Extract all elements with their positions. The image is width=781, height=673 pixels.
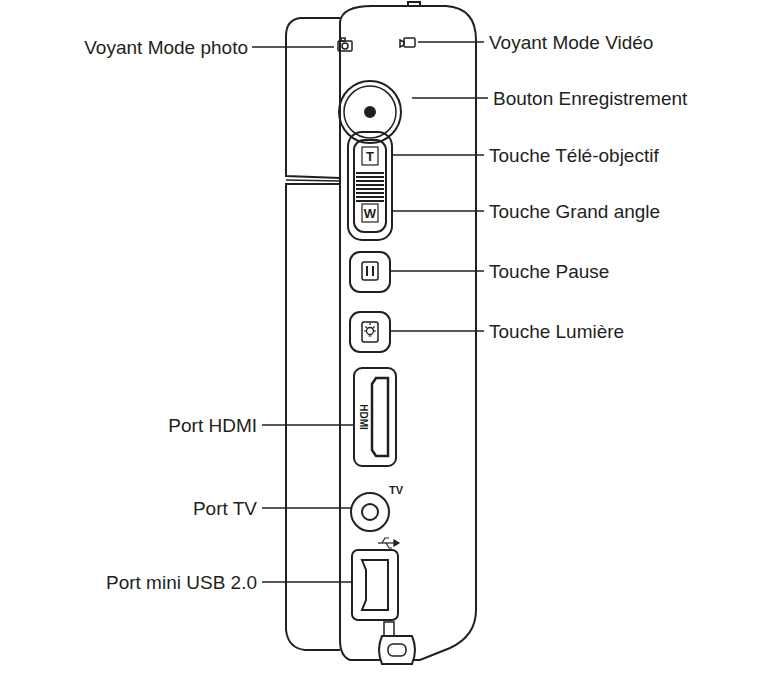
lcd-panel-lower <box>286 184 340 650</box>
leader-line <box>390 330 484 332</box>
part-label: Port mini USB 2.0 <box>106 573 257 592</box>
record-button <box>339 81 401 143</box>
panel-seam <box>286 180 340 181</box>
device-marking: HDMI <box>358 404 368 430</box>
leader-line <box>262 507 351 509</box>
light-key <box>350 312 390 352</box>
part-label: Voyant Mode Vidéo <box>489 33 653 52</box>
zoom-grip <box>356 172 384 202</box>
leader-line <box>412 97 488 99</box>
leader-line <box>390 270 484 272</box>
part-label: Touche Lumière <box>489 322 624 341</box>
lcd-panel-upper <box>286 18 340 178</box>
mini-usb-port <box>352 550 398 620</box>
leader-lines <box>252 42 488 582</box>
leader-line <box>392 154 484 156</box>
strap-loop <box>379 636 415 664</box>
photo-mode-icon <box>338 38 352 51</box>
zoom-rocker-housing <box>348 132 392 240</box>
hdmi-port <box>354 368 396 466</box>
leader-line <box>392 210 484 212</box>
part-label: Voyant Mode photo <box>84 38 248 57</box>
video-mode-icon <box>400 38 415 47</box>
leader-line <box>262 424 354 426</box>
tv-port <box>351 493 389 531</box>
leader-line <box>252 46 334 48</box>
device-marking: TV <box>389 485 403 496</box>
part-label: Touche Grand angle <box>489 202 660 221</box>
leader-line <box>418 41 484 43</box>
part-label: Port HDMI <box>168 416 257 435</box>
device-marking: W <box>364 207 376 220</box>
zoom-rocker <box>354 140 386 232</box>
device-marking: T <box>366 150 374 163</box>
part-label: Touche Télé-objectif <box>489 146 659 165</box>
part-label: Port TV <box>193 499 257 518</box>
usb-icon <box>378 538 399 548</box>
camera-body <box>340 6 476 660</box>
pause-key <box>350 252 390 292</box>
part-label: Touche Pause <box>489 262 609 281</box>
part-label: Bouton Enregistrement <box>493 89 687 108</box>
leader-line <box>262 581 352 583</box>
